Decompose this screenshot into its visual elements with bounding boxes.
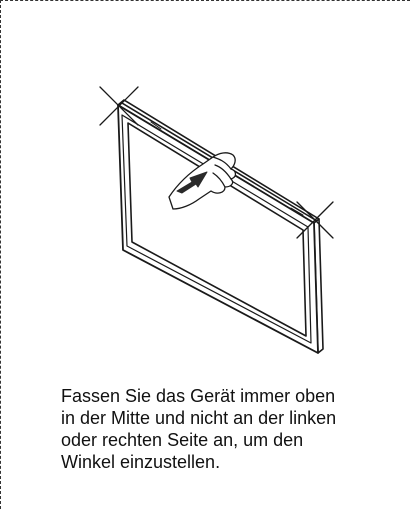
tilt-direction-arrow-icon [176, 171, 208, 194]
tv-outer-frame [117, 104, 319, 354]
cross-mark-top-left-icon [99, 86, 139, 126]
tv-tilt-illustration [99, 86, 334, 354]
tv-screen [127, 122, 307, 337]
instruction-caption: Fassen Sie das Gerät immer oben in der M… [61, 386, 337, 472]
hand-gripping-top-center-icon [168, 152, 237, 210]
cross-mark-right-icon [296, 201, 334, 239]
tv-bezel-line [121, 114, 312, 344]
